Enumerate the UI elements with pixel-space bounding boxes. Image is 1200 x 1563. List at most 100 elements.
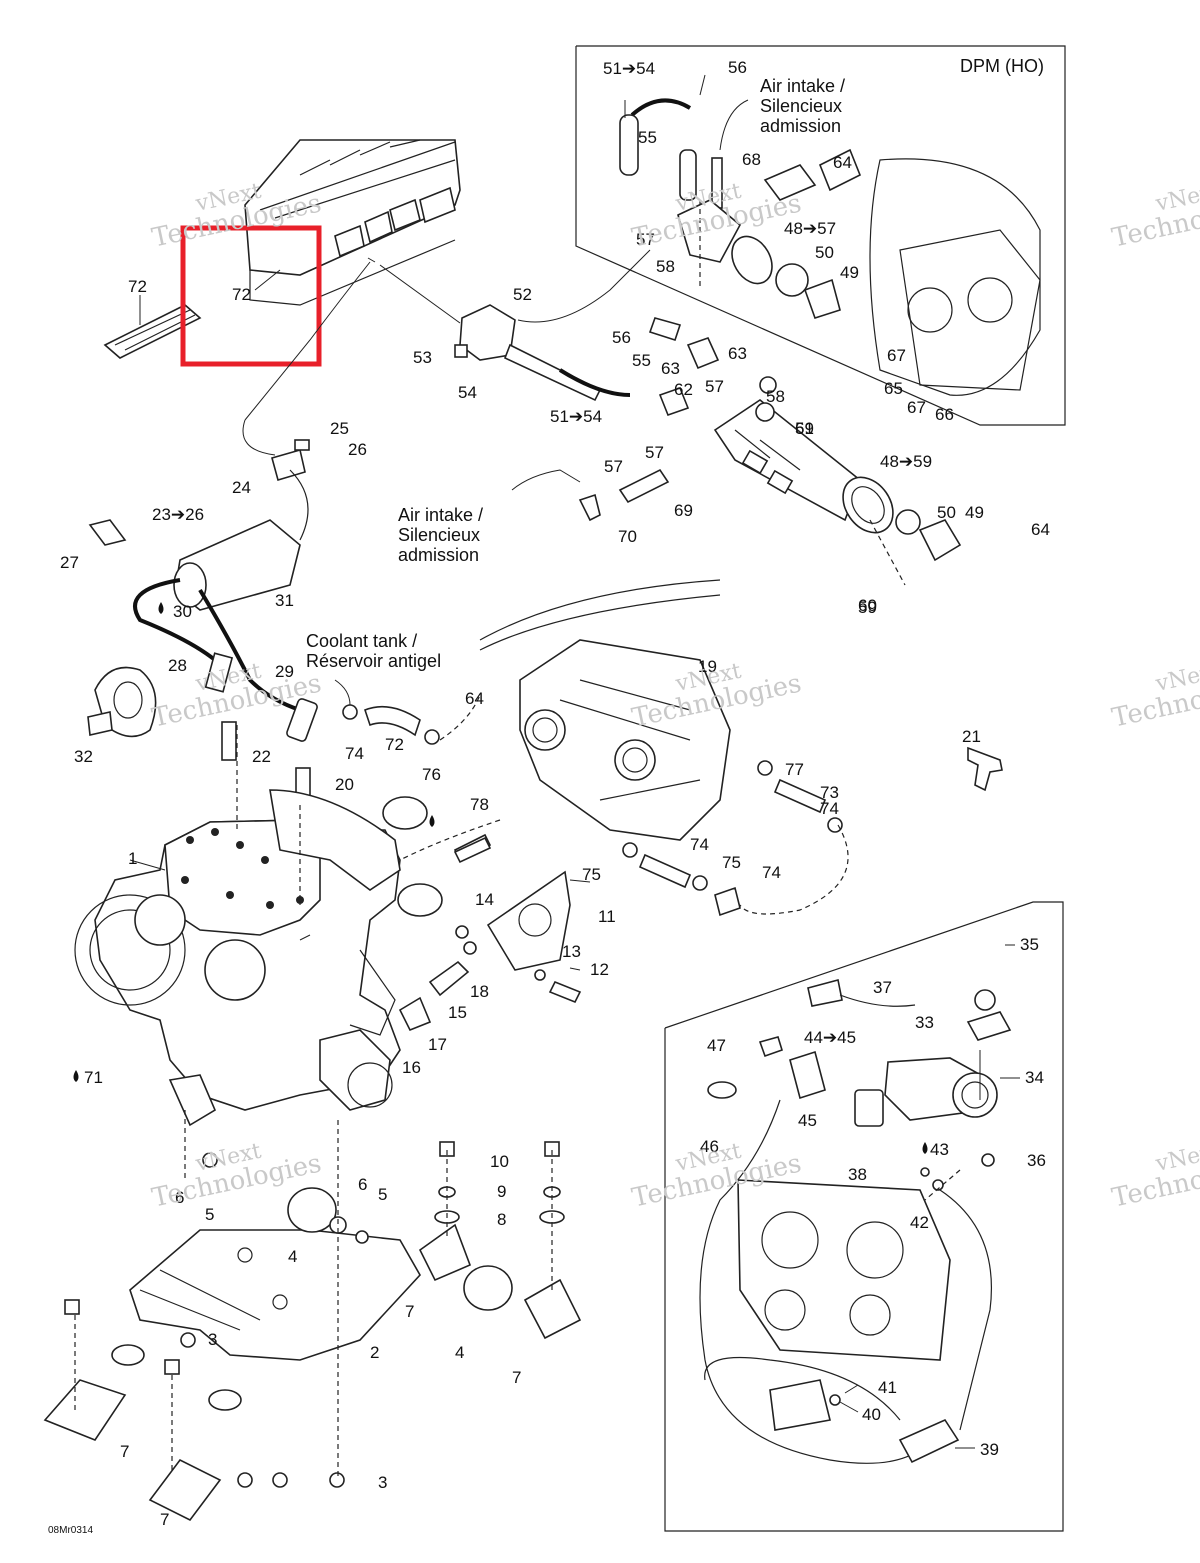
part-label: 74 — [690, 835, 709, 854]
part-label: 10 — [490, 1152, 509, 1171]
part-label: 67 — [887, 346, 906, 365]
part-label: 3 — [208, 1330, 217, 1349]
part-label: 74 — [345, 744, 364, 763]
part-label: 55 — [638, 128, 657, 147]
part-label: 72 — [128, 277, 147, 296]
part-label: 53 — [413, 348, 432, 367]
part-label: 40 — [862, 1405, 881, 1424]
part-label: 12 — [590, 960, 609, 979]
note-air-intake-mid: Air intake / Silencieux admission — [398, 505, 483, 565]
part-label: 74 — [820, 799, 839, 818]
part-label: 7 — [160, 1510, 169, 1529]
starter-rope-handle-32 — [87, 666, 157, 738]
part-label: 14 — [475, 890, 494, 909]
dpm-box-title: DPM (HO) — [960, 56, 1044, 76]
fuel-filter-parts — [578, 317, 777, 522]
part-label: 64 — [465, 689, 484, 708]
part-label: 59 — [795, 419, 814, 438]
leader-lines — [129, 74, 1020, 1449]
part-label: 33 — [915, 1013, 934, 1032]
note-line: Réservoir antigel — [306, 651, 441, 671]
part-label: 37 — [873, 978, 892, 997]
part-label: 7 — [405, 1302, 414, 1321]
part-label: 64 — [833, 153, 852, 172]
part-label: 35 — [1020, 935, 1039, 954]
part-label: 8 — [497, 1210, 506, 1229]
note-line: Air intake / — [398, 505, 483, 525]
part-label: 57 — [705, 377, 724, 396]
part-label: 60 — [858, 596, 877, 615]
part-label: 29 — [275, 662, 294, 681]
exhaust-clamps — [382, 796, 443, 917]
note-air-intake-top: Air intake / Silencieux admission — [760, 76, 845, 136]
part-label: 64 — [1031, 520, 1050, 539]
part-label: 27 — [60, 553, 79, 572]
note-line: admission — [760, 116, 841, 136]
part-label: 2 — [370, 1343, 379, 1362]
air-intake-silencer — [244, 139, 461, 306]
part-label: 57 — [604, 457, 623, 476]
part-label: 1 — [128, 849, 137, 868]
part-label: 9 — [497, 1182, 506, 1201]
part-label: 48➔59 — [880, 452, 932, 471]
part-label: 42 — [910, 1213, 929, 1232]
part-label: 13 — [562, 942, 581, 961]
part-label: 69 — [674, 501, 693, 520]
dashed-center-lines — [74, 200, 961, 1480]
part-label: 51➔54 — [603, 59, 655, 78]
part-label: 19 — [698, 657, 717, 676]
part-label: 62 — [674, 380, 693, 399]
part-label: 11 — [598, 907, 616, 926]
part-label: 75 — [722, 853, 741, 872]
part-label: 50 — [815, 243, 834, 262]
mount-brackets-7 — [43, 1223, 582, 1522]
ignition-coil — [133, 448, 318, 742]
part-label: 48➔57 — [784, 219, 836, 238]
part-label: 17 — [428, 1035, 447, 1054]
note-line: Silencieux — [398, 525, 480, 545]
part-label: 30 — [173, 602, 192, 621]
rave-valve-parts — [398, 833, 582, 1032]
part-label: 21 — [962, 727, 981, 746]
part-label: 41 — [878, 1378, 897, 1397]
part-label: 71 — [84, 1068, 103, 1087]
part-label: 78 — [470, 795, 489, 814]
part-label: 50 — [937, 503, 956, 522]
part-label: 47 — [707, 1036, 726, 1055]
note-line: Silencieux — [760, 96, 842, 116]
part-label: 63 — [728, 344, 747, 363]
part-label: 25 — [330, 419, 349, 438]
part-label: 4 — [288, 1247, 297, 1266]
part-label: 58 — [766, 387, 785, 406]
part-label: 46 — [700, 1137, 719, 1156]
carburetors — [479, 579, 731, 841]
part-label: 43 — [930, 1140, 949, 1159]
note-line: Coolant tank / — [306, 631, 417, 651]
highlight-box-70 — [180, 225, 322, 367]
part-label: 72 — [232, 285, 251, 304]
part-label: 38 — [848, 1165, 867, 1184]
electrical-inset-box — [664, 901, 1064, 1532]
part-label: 49 — [965, 503, 984, 522]
part-label: 70 — [618, 527, 637, 546]
decal-71 — [103, 304, 202, 359]
part-label: 68 — [742, 150, 761, 169]
part-label: 28 — [168, 656, 187, 675]
part-label: 57 — [645, 443, 664, 462]
part-label: 59 — [858, 598, 877, 617]
part-label: 22 — [252, 747, 271, 766]
part-label: 7 — [512, 1368, 521, 1387]
part-label: 44➔45 — [804, 1028, 856, 1047]
part-label: 31 — [275, 591, 294, 610]
part-label: 5 — [378, 1185, 387, 1204]
part-label: 49 — [840, 263, 859, 282]
part-label: 34 — [1025, 1068, 1044, 1087]
bracket-21 — [967, 746, 1003, 792]
part-label: 45 — [798, 1111, 817, 1130]
part-label: 5 — [205, 1205, 214, 1224]
part-label: 26 — [348, 440, 367, 459]
oil-drop-icon — [922, 1142, 928, 1154]
part-label: 55 — [632, 351, 651, 370]
